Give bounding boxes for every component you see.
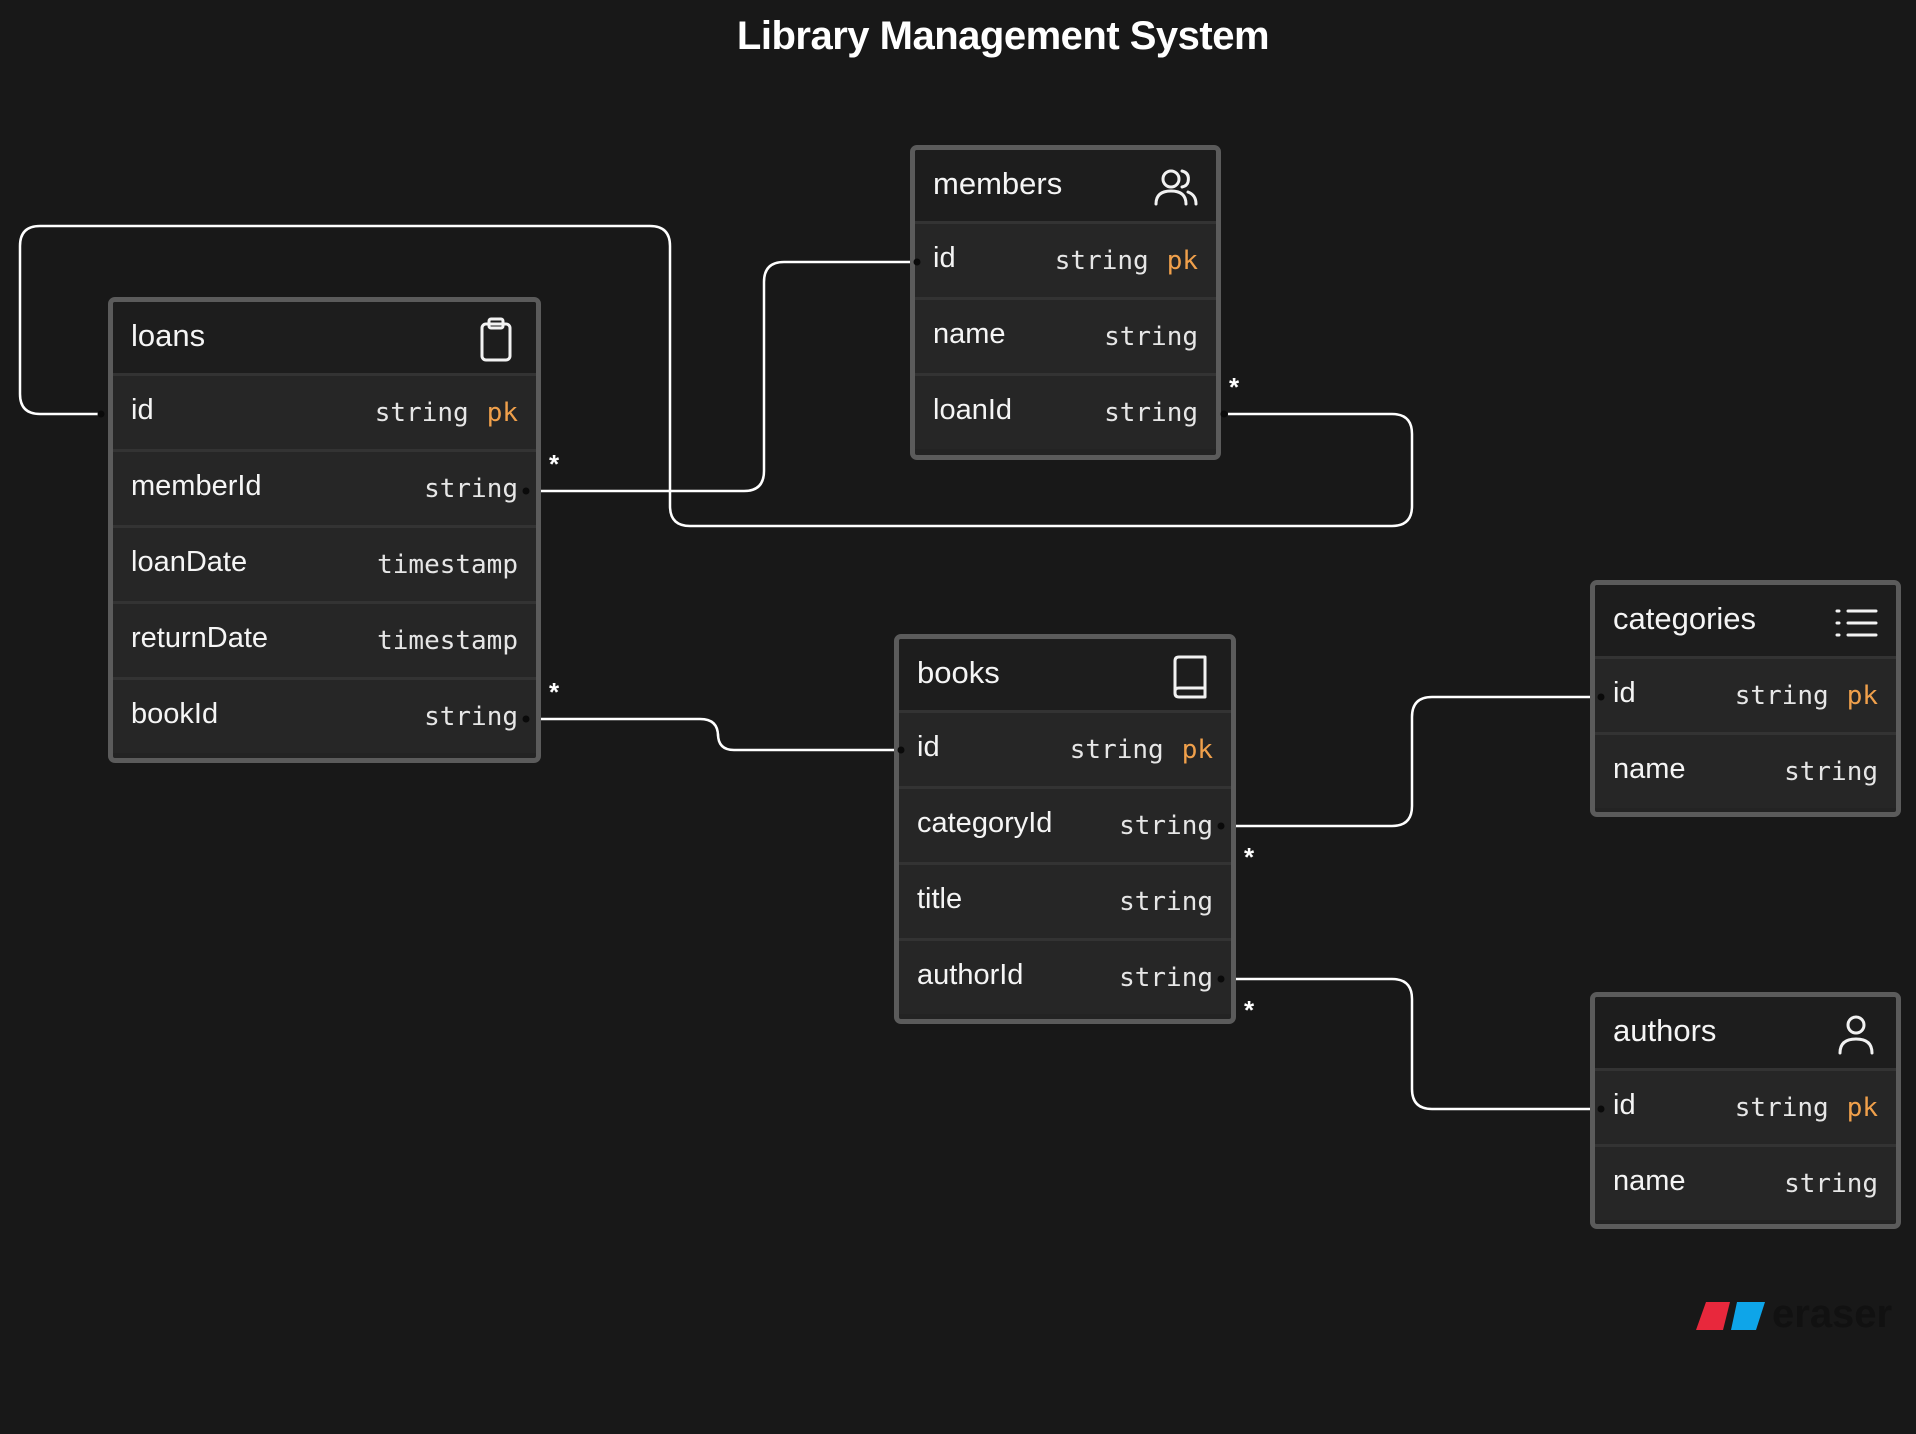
eraser-mark-icon (1696, 1302, 1765, 1330)
entity-name: loans (131, 318, 206, 353)
pk-badge: pk (1166, 246, 1198, 276)
field-type: string (424, 702, 518, 732)
user-icon (1838, 1015, 1874, 1055)
field-row[interactable]: categoryId string (899, 789, 1231, 865)
field-type: timestamp (377, 550, 518, 580)
field-row[interactable]: name string (1595, 1147, 1896, 1220)
field-name: id (1613, 1089, 1636, 1121)
entity-name: categories (1613, 601, 1757, 636)
pk-badge: pk (1846, 1093, 1878, 1123)
list-icon (1835, 609, 1878, 637)
field-row[interactable]: authorId string (899, 941, 1231, 1014)
field-type: string (1104, 322, 1198, 352)
diagram-title: Library Management System (736, 14, 1270, 58)
field-name: loanDate (131, 546, 248, 578)
field-type: string (424, 474, 518, 504)
cardinality-mark: * (1244, 842, 1255, 872)
field-name: name (933, 318, 1006, 350)
cardinality-mark: * (549, 677, 560, 707)
field-row[interactable]: name string (1595, 735, 1896, 808)
relation-loans-members (530, 260, 914, 493)
clipboard-icon (480, 317, 512, 362)
pk-badge: pk (486, 398, 518, 428)
field-type: string (1784, 757, 1878, 787)
field-name: authorId (917, 959, 1024, 991)
cardinality-mark: * (1244, 995, 1255, 1025)
field-type: string (1119, 887, 1213, 917)
relation-loans-books (530, 717, 898, 752)
entity-header: members (915, 150, 1216, 224)
entity-name: books (917, 655, 1000, 690)
field-name: id (933, 242, 956, 274)
pk-badge: pk (1846, 681, 1878, 711)
field-type: string (1784, 1169, 1878, 1199)
entity-header: books (899, 639, 1231, 713)
field-row[interactable]: title string (899, 865, 1231, 941)
field-name: name (1613, 753, 1686, 785)
users-icon (1154, 169, 1198, 206)
field-type: string (1119, 811, 1213, 841)
field-row[interactable]: bookId string (113, 680, 536, 753)
field-type: timestamp (377, 626, 518, 656)
field-type: string (1104, 398, 1198, 428)
field-type: string (1119, 963, 1213, 993)
brand-name: eraser (1772, 1292, 1893, 1336)
field-name: loanId (933, 394, 1013, 426)
book-icon (1173, 655, 1207, 699)
field-row[interactable]: loanDate timestamp (113, 528, 536, 604)
field-row[interactable]: loanId string (915, 376, 1216, 449)
field-row[interactable]: returnDate timestamp (113, 604, 536, 680)
field-row[interactable]: name string (915, 300, 1216, 376)
relation-books-categories (1224, 695, 1598, 828)
field-name: bookId (131, 698, 219, 730)
field-name: id (131, 394, 154, 426)
entity-name: members (933, 166, 1063, 201)
field-name: id (917, 731, 940, 763)
field-name: returnDate (131, 622, 269, 654)
field-name: title (917, 883, 963, 915)
field-name: name (1613, 1165, 1686, 1197)
cardinality-mark: * (1229, 372, 1240, 402)
entity-header: loans (113, 302, 536, 376)
field-name: id (1613, 677, 1636, 709)
entity-header: authors (1595, 997, 1896, 1071)
field-name: memberId (131, 470, 262, 502)
entity-name: authors (1613, 1013, 1717, 1048)
field-row[interactable]: memberId string (113, 452, 536, 528)
cardinality-mark: * (549, 449, 560, 479)
relation-members-loans (18, 224, 1414, 528)
eraser-logo: eraser (1696, 1292, 1896, 1342)
pk-badge: pk (1181, 735, 1213, 765)
entity-header: categories (1595, 585, 1896, 659)
relation-books-authors (1224, 977, 1598, 1111)
field-name: categoryId (917, 807, 1053, 839)
